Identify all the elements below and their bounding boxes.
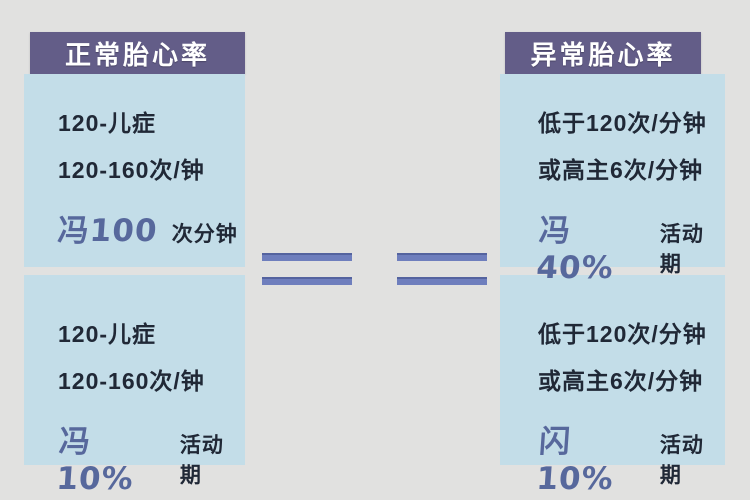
normal-box-top: 120-儿症 120-160次/钟 冯100 次分钟 xyxy=(24,74,245,267)
suffix-label: 次分钟 xyxy=(171,223,238,246)
abnormal-header: 异常胎心率 xyxy=(505,32,701,74)
equals-bar xyxy=(262,277,352,285)
normal-header: 正常胎心率 xyxy=(30,32,245,74)
equals-icon xyxy=(397,253,487,285)
suffix-label: 活动期 xyxy=(179,434,224,487)
normal-box-bottom: 120-儿症 120-160次/钟 冯10% 活动期 xyxy=(24,275,245,497)
text-line: 低于120次/分钟 xyxy=(538,110,707,136)
suffix-label: 活动期 xyxy=(659,434,704,487)
normal-column: 正常胎心率 120-儿症 120-160次/钟 冯100 次分钟 120-儿症 … xyxy=(24,32,245,497)
highlight-value: 冯40% xyxy=(535,213,615,286)
stat-line: 闪10% 活动期 xyxy=(535,416,725,497)
equals-connector xyxy=(262,253,487,285)
text-line: 或高主6次/分钟 xyxy=(538,368,704,394)
abnormal-box-top: 低于120次/分钟 或高主6次/分钟 冯40% 活动期 xyxy=(500,74,725,286)
highlight-value: 闪10% xyxy=(535,424,615,497)
equals-bar xyxy=(262,253,352,261)
text-line: 120-160次/钟 xyxy=(58,157,205,183)
abnormal-column: 异常胎心率 低于120次/分钟 或高主6次/分钟 冯40% 活动期 低于120次… xyxy=(500,32,725,497)
stat-line: 冯100 次分钟 xyxy=(56,205,245,250)
text-line: 低于120次/分钟 xyxy=(538,321,707,347)
highlight-value: 冯10% xyxy=(55,424,135,497)
text-line: 或高主6次/分钟 xyxy=(538,157,704,183)
stat-line: 冯40% 活动期 xyxy=(535,205,725,286)
equals-bar xyxy=(397,253,487,261)
normal-header-title: 正常胎心率 xyxy=(64,39,210,70)
abnormal-box-bottom: 低于120次/分钟 或高主6次/分钟 闪10% 活动期 xyxy=(500,275,725,497)
text-line: 120-160次/钟 xyxy=(58,368,205,394)
abnormal-header-title: 异常胎心率 xyxy=(530,39,676,70)
highlight-value: 冯100 xyxy=(56,213,159,249)
equals-bar xyxy=(397,277,487,285)
text-line: 120-儿症 xyxy=(58,110,157,136)
suffix-label: 活动期 xyxy=(659,223,704,276)
stat-line: 冯10% 活动期 xyxy=(55,416,245,497)
text-line: 120-儿症 xyxy=(58,321,157,347)
equals-icon xyxy=(262,253,352,285)
